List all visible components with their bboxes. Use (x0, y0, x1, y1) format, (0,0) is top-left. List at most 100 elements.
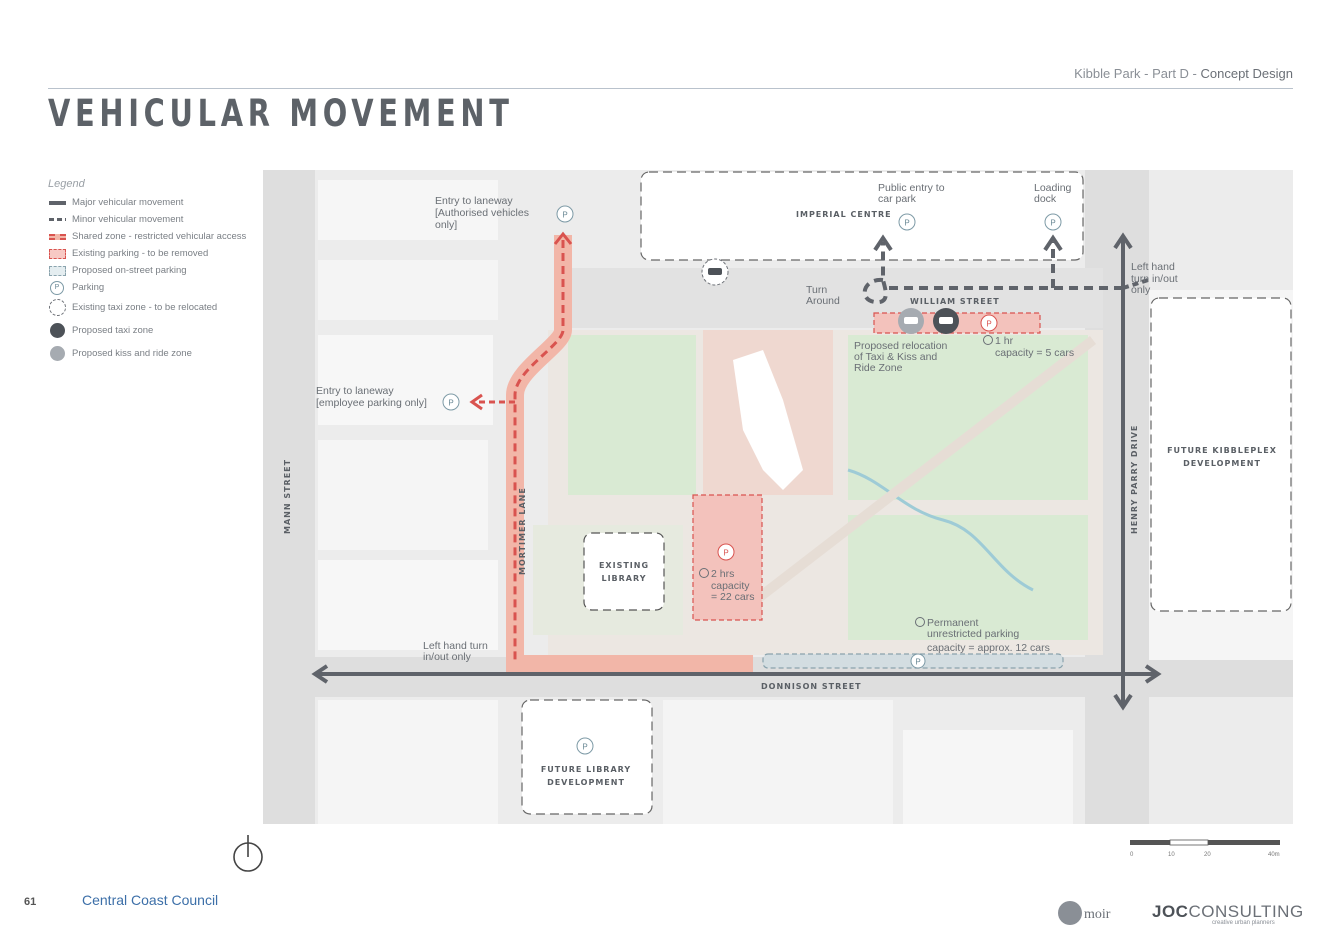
legend-item-existing-taxi: Existing taxi zone - to be relocated (48, 296, 258, 319)
site-map: P P P P P P P P MANN STREET MORTIMER LAN… (263, 170, 1293, 824)
annotation-relocation: of Taxi & Kiss and (854, 351, 937, 363)
annotation-public-entry: Public entry to (878, 182, 945, 194)
legend-label: Major vehicular movement (72, 197, 184, 208)
henry-parry-label: HENRY PARRY DRIVE (1130, 425, 1139, 534)
header-divider (48, 88, 1293, 89)
legend-item-parking: P Parking (48, 279, 258, 296)
kibbleplex-outline (1150, 297, 1292, 612)
annotation-public-entry: car park (878, 193, 917, 205)
mann-street-label: MANN STREET (283, 459, 292, 534)
kiss-ride-icon (49, 346, 65, 361)
svg-text:P: P (562, 211, 567, 220)
arrow-south (1113, 693, 1133, 711)
taxi-car-glyph (708, 268, 722, 275)
building (903, 730, 1073, 824)
annotation-permanent: unrestricted parking (927, 628, 1019, 640)
annotation-turn-around: Turn (806, 284, 827, 296)
mortimer-lane-label: MORTIMER LANE (518, 487, 527, 575)
legend-item-minor: Minor vehicular movement (48, 211, 258, 228)
car-glyph (939, 317, 953, 324)
scale-tick: 20 (1204, 852, 1211, 858)
scale-tick: 10 (1168, 852, 1175, 858)
legend-title: Legend (48, 178, 85, 190)
building (663, 700, 893, 824)
parking-icon-red: P (980, 314, 998, 332)
scale-segment (1130, 840, 1170, 845)
annotation-two-hours-capacity: = 22 cars (711, 591, 754, 603)
legend: Legend Major vehicular movement Minor ve… (48, 178, 258, 365)
page-number: 61 (24, 896, 37, 908)
legend-label: Minor vehicular movement (72, 214, 184, 225)
svg-text:P: P (915, 658, 920, 667)
annotation-laneway-employee: [employee parking only] (316, 397, 427, 409)
arrow-west (311, 664, 329, 684)
proposed-taxi-icon (49, 323, 65, 338)
joc-logo: JOCCONSULTING (1152, 902, 1304, 922)
scale-tick: 0 (1130, 852, 1134, 858)
annotation-permanent: Permanent (927, 617, 978, 629)
arrow-north (1113, 232, 1133, 250)
future-library-label: DEVELOPMENT (547, 778, 625, 787)
minor-movement-public-entry (862, 242, 888, 305)
legend-label: Existing taxi zone - to be relocated (72, 302, 218, 313)
scale-tick: 40m (1268, 852, 1280, 858)
building (318, 180, 498, 240)
parking-icon-red: P (717, 543, 735, 561)
annotation-loading-dock: dock (1034, 193, 1057, 205)
document-header: Kibble Park - Part D - Concept Design (1040, 66, 1293, 81)
park-lawn (848, 335, 1088, 500)
existing-library-label: EXISTING (599, 561, 649, 570)
existing-library-label: LIBRARY (601, 574, 646, 583)
building (318, 700, 498, 824)
joc-logo-bold: JOC (1152, 902, 1189, 921)
page-title: VEHICULAR MOVEMENT (48, 92, 514, 135)
svg-text:P: P (582, 743, 587, 752)
parking-icon: P (898, 213, 916, 231)
imperial-centre-outline (640, 171, 1084, 261)
parking-icon: P (910, 653, 926, 669)
legend-label: Parking (72, 282, 105, 293)
existing-parking-swatch-icon (48, 248, 66, 259)
annotation-left-hand-south: in/out only (423, 651, 472, 663)
clock-icon (699, 568, 709, 578)
building (318, 335, 493, 425)
svg-text:P: P (723, 549, 728, 558)
legend-item-major: Major vehicular movement (48, 194, 258, 211)
clock-icon (915, 617, 925, 627)
creek (847, 468, 1034, 592)
park-path (739, 336, 1097, 614)
arrow-public-entry (873, 234, 893, 252)
arrow-loading (1043, 234, 1063, 252)
legend-item-kiss-ride: Proposed kiss and ride zone (48, 342, 258, 365)
kibbleplex-label: DEVELOPMENT (1183, 459, 1261, 468)
existing-library-outline (583, 532, 665, 611)
legend-label: Shared zone - restricted vehicular acces… (72, 231, 247, 242)
existing-taxi-icon (48, 299, 66, 316)
shared-zone-arrow (553, 231, 573, 245)
park-lawn (848, 515, 1088, 640)
employee-entry-arrow (469, 393, 483, 411)
joc-logo-tagline: creative urban planners (1212, 920, 1275, 926)
parking-icon: P (50, 280, 64, 295)
clock-icon (983, 335, 993, 345)
legend-label: Existing parking - to be removed (72, 248, 209, 259)
moir-logo: moir (1056, 899, 1126, 929)
arrow-east (1144, 664, 1162, 684)
future-library-outline (521, 699, 653, 815)
annotation-one-hour: 1 hr (995, 335, 1014, 347)
annotation-laneway-authorised: [Authorised vehicles (435, 207, 529, 219)
svg-text:P: P (904, 219, 909, 228)
annotation-laneway-authorised: Entry to laneway (435, 195, 513, 207)
legend-label: Proposed on-street parking (72, 265, 187, 276)
mann-street-road (263, 170, 315, 824)
moir-logo-mark (1058, 901, 1082, 925)
annotation-left-hand-north: turn in/out (1131, 273, 1178, 285)
legend-label: Proposed kiss and ride zone (72, 348, 192, 359)
council-name: Central Coast Council (82, 892, 219, 908)
car-glyph (904, 317, 918, 324)
annotation-laneway-authorised: only] (435, 219, 457, 231)
annotation-turn-around: Around (806, 295, 840, 307)
joc-logo-rest: CONSULTING (1188, 902, 1304, 921)
legend-item-existing-parking: Existing parking - to be removed (48, 245, 258, 262)
annotation-two-hours-capacity: capacity (711, 580, 750, 592)
